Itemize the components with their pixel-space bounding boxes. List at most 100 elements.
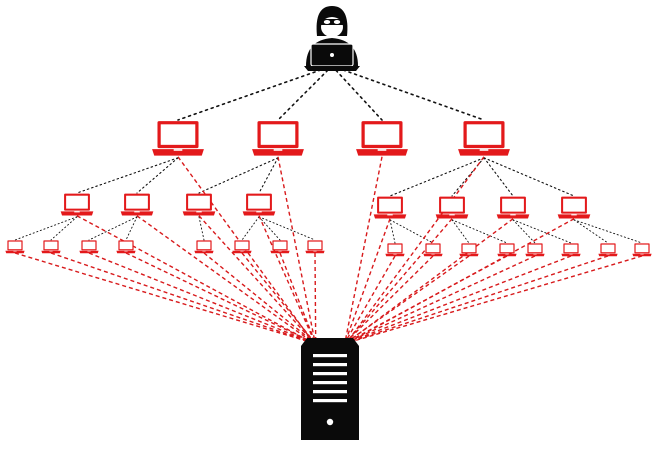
attack-link-6 <box>198 215 314 343</box>
server-vent <box>313 372 347 376</box>
bot-laptop-icon-tier3-3 <box>116 240 136 254</box>
control-link-tier3-11 <box>451 219 508 244</box>
bot-laptop-icon-tier3-13 <box>561 243 581 257</box>
bot-laptop-icon-tier3-7 <box>305 240 325 254</box>
mask-band <box>320 19 344 25</box>
server-vent <box>313 390 347 394</box>
attack-link-16 <box>203 252 314 343</box>
control-link-tier3-14 <box>573 219 609 244</box>
control-link-tier2-5 <box>451 157 485 197</box>
bot-laptop-icon-tier3-11 <box>497 243 517 257</box>
server-vent <box>313 363 347 367</box>
control-link-tier3-4 <box>198 216 205 241</box>
bot-laptop-icon-tier3-0 <box>5 240 25 254</box>
bot-laptop-icon-tier2-6 <box>496 196 530 219</box>
attack-link-21 <box>345 255 434 343</box>
server-vent <box>313 399 347 403</box>
control-link-tier3-2 <box>88 216 138 241</box>
control-link-tier3-0 <box>14 216 78 241</box>
attack-link-12 <box>14 252 310 343</box>
bot-laptop-icon-tier3-9 <box>423 243 443 257</box>
control-link-tier3-7 <box>258 216 316 241</box>
attack-link-13 <box>50 252 311 343</box>
bot-laptop-icon-tier3-4 <box>194 240 214 254</box>
bot-laptop-icon-tier1-1 <box>252 121 304 156</box>
control-link-tier3-12 <box>512 219 536 244</box>
left-eye <box>323 20 331 24</box>
attack-link-5 <box>136 215 313 343</box>
bot-laptop-icon-tier3-10 <box>459 243 479 257</box>
control-link-tier3-5 <box>241 216 260 241</box>
hooded-hacker-icon <box>304 6 360 71</box>
attack-link-22 <box>346 255 470 343</box>
control-link-tier2-3 <box>258 157 279 194</box>
bot-laptop-icon-tier2-2 <box>182 193 216 216</box>
control-link-tier2-7 <box>483 157 575 197</box>
control-link-tier3-13 <box>512 219 572 244</box>
hacker-laptop-base <box>304 66 360 71</box>
control-link-tier2-1 <box>136 157 179 194</box>
control-link-attacker-bot-2 <box>331 65 383 121</box>
attack-link-24 <box>347 255 536 343</box>
bot-laptop-icon-tier3-15 <box>632 243 652 257</box>
bot-laptop-icon-tier2-7 <box>557 196 591 219</box>
control-link-attacker-bot-1 <box>277 65 333 121</box>
control-links <box>14 65 643 244</box>
attack-links <box>14 156 643 343</box>
bot-laptop-icon-tier3-6 <box>270 240 290 254</box>
attack-link-14 <box>88 252 312 343</box>
attack-link-8 <box>344 218 391 343</box>
server-vent <box>313 381 347 385</box>
attack-link-25 <box>348 255 572 343</box>
bot-laptop-icon-tier3-14 <box>598 243 618 257</box>
attack-link-1 <box>277 156 316 343</box>
server-vent <box>313 354 347 358</box>
attack-link-9 <box>345 218 453 343</box>
attack-link-10 <box>347 218 514 343</box>
bot-laptop-icon-tier3-12 <box>525 243 545 257</box>
server-power-button <box>326 418 334 426</box>
attack-link-26 <box>349 255 609 343</box>
bot-laptop-icon-tier3-5 <box>232 240 252 254</box>
control-link-tier3-10 <box>451 219 470 244</box>
attack-link-23 <box>347 255 508 343</box>
control-link-tier3-6 <box>258 216 281 241</box>
attack-link-4 <box>76 215 312 343</box>
control-link-tier3-1 <box>50 216 78 241</box>
control-link-attacker-bot-0 <box>177 65 333 121</box>
control-link-tier3-9 <box>389 219 434 244</box>
network-nodes <box>5 6 652 440</box>
bot-laptop-icon-tier3-1 <box>41 240 61 254</box>
attack-link-3 <box>346 156 485 343</box>
bot-laptop-icon-tier2-4 <box>373 196 407 219</box>
attack-link-19 <box>314 252 317 343</box>
bot-laptop-icon-tier2-0 <box>60 193 94 216</box>
right-eye <box>333 20 341 24</box>
bot-laptop-icon-tier3-2 <box>79 240 99 254</box>
bot-laptop-icon-tier2-3 <box>242 193 276 216</box>
attack-link-2 <box>344 156 383 343</box>
attack-link-17 <box>241 252 315 343</box>
control-link-tier2-2 <box>198 157 279 194</box>
bot-laptop-icon-tier1-3 <box>458 121 510 156</box>
attack-link-20 <box>344 255 396 343</box>
bot-laptop-icon-tier2-5 <box>435 196 469 219</box>
control-link-tier2-4 <box>389 157 485 197</box>
control-link-tier2-0 <box>76 157 179 194</box>
laptop-logo <box>330 53 334 57</box>
attack-link-27 <box>350 255 643 343</box>
control-link-tier3-3 <box>125 216 138 241</box>
control-link-attacker-bot-3 <box>331 65 485 121</box>
attack-link-15 <box>125 252 313 343</box>
control-link-tier3-8 <box>389 219 396 244</box>
bot-laptop-icon-tier2-1 <box>120 193 154 216</box>
attack-link-18 <box>279 252 316 343</box>
server-tower-icon <box>301 338 359 440</box>
bot-laptop-icon-tier1-2 <box>356 121 408 156</box>
control-link-tier2-6 <box>483 157 514 197</box>
control-link-tier3-15 <box>573 219 643 244</box>
bot-laptop-icon-tier3-8 <box>385 243 405 257</box>
attack-link-7 <box>258 215 316 343</box>
